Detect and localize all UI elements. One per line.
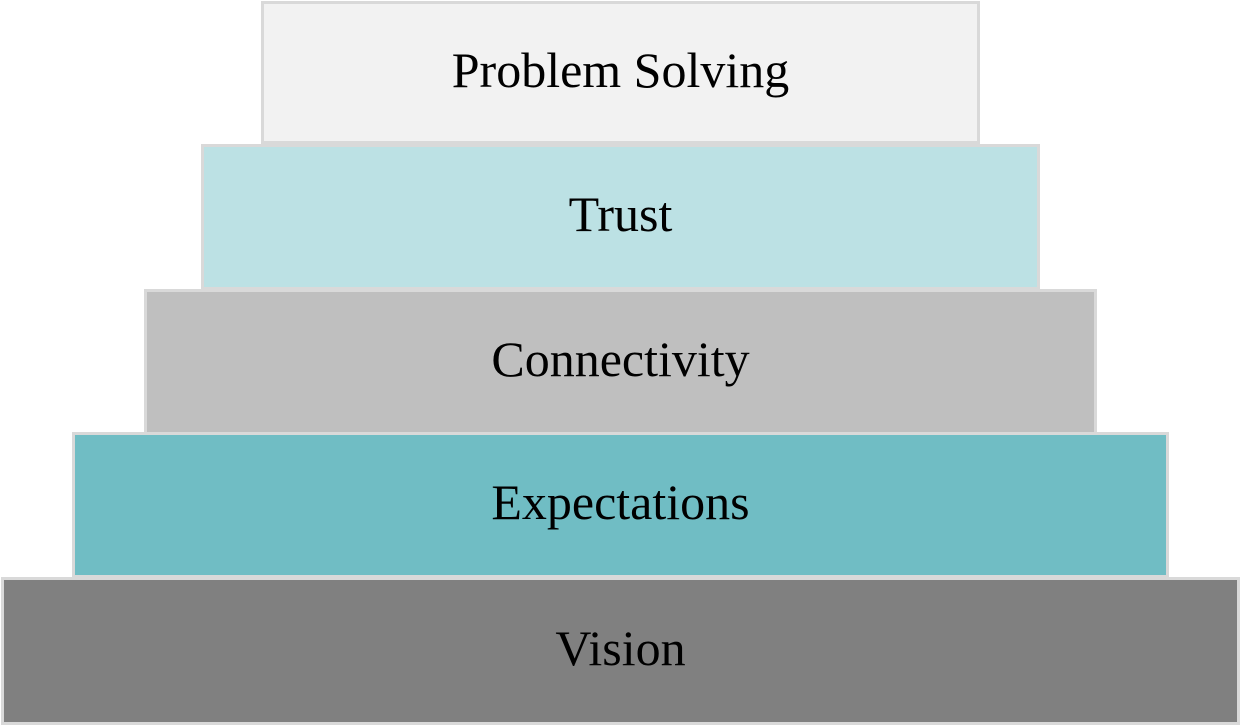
tier-problem-solving: Problem Solving [261,1,980,144]
tier-label: Vision [555,620,686,676]
tier-vision: Vision [1,577,1240,725]
tier-label: Expectations [491,474,750,530]
tier-label: Connectivity [491,331,750,387]
tier-expectations: Expectations [72,432,1169,578]
tier-label: Trust [568,186,673,242]
tier-trust: Trust [201,144,1040,290]
tier-connectivity: Connectivity [144,289,1097,435]
tier-label: Problem Solving [451,41,790,98]
